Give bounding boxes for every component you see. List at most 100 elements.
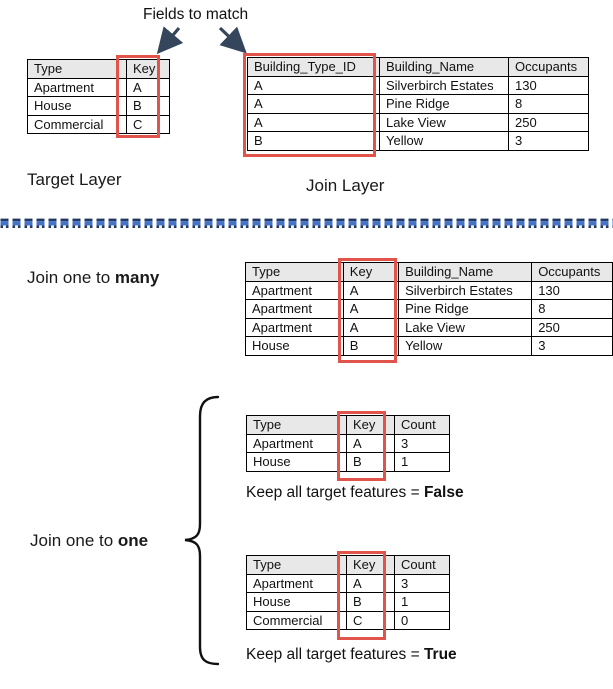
table-cell: Apartment: [246, 573, 347, 593]
one-to-one-brace-icon: [184, 395, 220, 666]
column-header: Type: [245, 262, 344, 282]
join-one-to-many-prefix: Join one to: [27, 268, 115, 287]
join-layer-label: Join Layer: [306, 176, 385, 195]
column-header: Type: [246, 555, 347, 575]
table-cell: A: [342, 317, 400, 337]
table-cell: 3: [531, 336, 613, 356]
table-cell: A: [346, 573, 395, 593]
keep-false-caption: Keep all target features = False: [246, 484, 464, 502]
table-cell: B: [346, 592, 395, 612]
table-cell: C: [346, 610, 395, 630]
table-cell: B: [126, 96, 170, 116]
column-header: Occupants: [531, 262, 613, 282]
column-header: Key: [126, 59, 170, 79]
table-cell: Apartment: [245, 280, 344, 300]
target-layer-label: Target Layer: [27, 170, 122, 189]
table-cell: Commercial: [246, 610, 347, 630]
table-cell: Silverbirch Estates: [398, 280, 533, 300]
table-cell: House: [246, 592, 347, 612]
table-cell: A: [247, 112, 380, 132]
table-cell: A: [247, 75, 380, 95]
join-one-to-one-bold: one: [117, 531, 149, 550]
column-header: Key: [342, 262, 400, 282]
column-header: Type: [246, 415, 347, 435]
column-header: Key: [346, 415, 395, 435]
table-cell: Silverbirch Estates: [379, 75, 509, 95]
column-header: Occupants: [508, 57, 589, 77]
column-header: Building_Name: [398, 262, 533, 282]
keep-true-caption: Keep all target features = True: [246, 646, 457, 664]
table-cell: A: [342, 280, 400, 300]
table-cell: Apartment: [245, 317, 344, 337]
table-cell: 1: [394, 592, 450, 612]
fields-to-match-label: Fields to match: [143, 6, 249, 23]
join-one-to-many-label: Join one to many: [27, 268, 159, 288]
arrow-to-join-key-icon: [218, 26, 247, 54]
table-cell: Yellow: [379, 131, 509, 151]
table-cell: House: [245, 336, 344, 356]
table-cell: Apartment: [245, 299, 344, 319]
table-cell: Pine Ridge: [398, 299, 533, 319]
table-cell: Lake View: [398, 317, 533, 337]
table-cell: 0: [394, 610, 450, 630]
table-cell: Commercial: [27, 114, 127, 134]
keep-true-prefix: Keep all target features =: [246, 646, 424, 663]
join-one-to-one-prefix: Join one to: [30, 531, 118, 550]
column-header: Count: [394, 555, 450, 575]
table-cell: Lake View: [379, 112, 509, 132]
table-cell: Pine Ridge: [379, 94, 509, 114]
join-one-to-one-label: Join one to one: [30, 531, 148, 551]
table-cell: 250: [531, 317, 613, 337]
table-cell: Apartment: [246, 433, 347, 453]
table-cell: B: [342, 336, 400, 356]
column-header: Type: [27, 59, 127, 79]
table-cell: C: [126, 114, 170, 134]
table-cell: 3: [394, 573, 450, 593]
table-cell: 130: [508, 75, 589, 95]
table-cell: A: [342, 299, 400, 319]
table-cell: Yellow: [398, 336, 533, 356]
table-cell: 130: [531, 280, 613, 300]
table-cell: B: [346, 452, 395, 472]
column-header: Count: [394, 415, 450, 435]
table-cell: 250: [508, 112, 589, 132]
table-cell: Apartment: [27, 77, 127, 97]
keep-false-prefix: Keep all target features =: [246, 484, 424, 501]
keep-false-bold: False: [423, 484, 464, 501]
keep-true-bold: True: [423, 646, 457, 663]
table-cell: 3: [508, 131, 589, 151]
table-cell: 3: [394, 433, 450, 453]
table-cell: A: [247, 94, 380, 114]
table-cell: House: [27, 96, 127, 116]
divider-rail-pattern: [0, 218, 613, 229]
column-header: Key: [346, 555, 395, 575]
fields-to-match-arrows: [156, 26, 247, 55]
table-cell: A: [126, 77, 170, 97]
table-cell: A: [346, 433, 395, 453]
table-cell: 1: [394, 452, 450, 472]
